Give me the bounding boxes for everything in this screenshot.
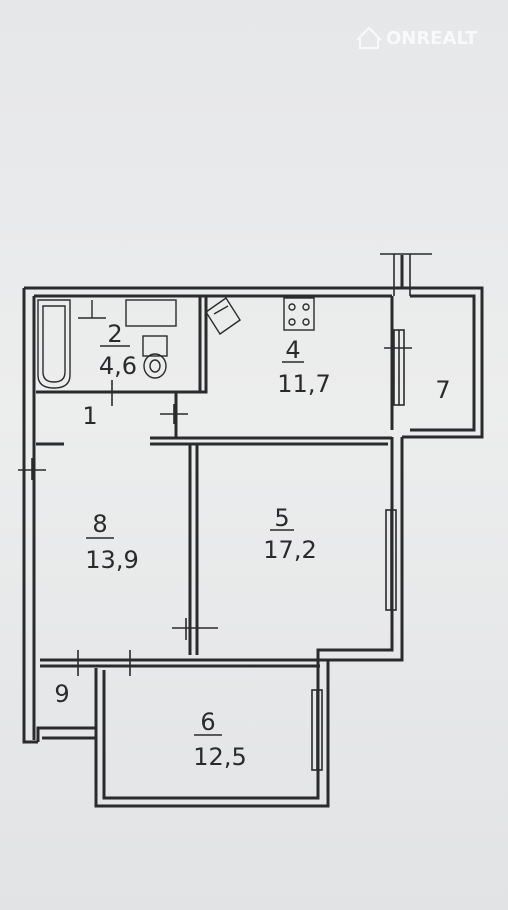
room-area: 12,5 [193,743,246,771]
room-number: 6 [200,708,215,736]
house-icon [356,26,382,49]
room-label-1: 1 [82,402,97,430]
room-number: 7 [435,376,450,404]
room-number: 9 [54,680,69,708]
room-number: 8 [92,510,107,538]
room-label-4: 4 11,7 [277,336,330,398]
room-area: 4,6 [99,352,137,380]
room-label-5: 5 17,2 [263,504,316,564]
interior-walls [36,296,392,728]
door-marks [18,347,412,676]
windows [311,329,405,771]
room-label-7: 7 [435,376,450,404]
room-area: 13,9 [85,546,138,574]
room-number: 4 [285,336,300,364]
watermark-logo: ONREALT [356,26,478,49]
room-number: 2 [107,320,122,348]
room-label-9: 9 [54,680,69,708]
outer-walls [22,253,484,808]
room-label-6: 6 12,5 [193,708,246,771]
kitchen-sink-icon [205,297,241,335]
room-number: 1 [82,402,97,430]
room-area: 11,7 [277,370,330,398]
room-number: 5 [274,504,289,532]
stove-icon [283,297,315,331]
washbasin-icon [125,299,177,327]
sink-icon [78,300,106,319]
toilet-icon [142,335,168,379]
room-label-8: 8 13,9 [85,510,138,574]
room-area: 17,2 [263,536,316,564]
watermark-brand: ONREALT [386,28,478,49]
room-label-2: 2 4,6 [99,320,137,380]
bathtub-icon [37,299,71,389]
